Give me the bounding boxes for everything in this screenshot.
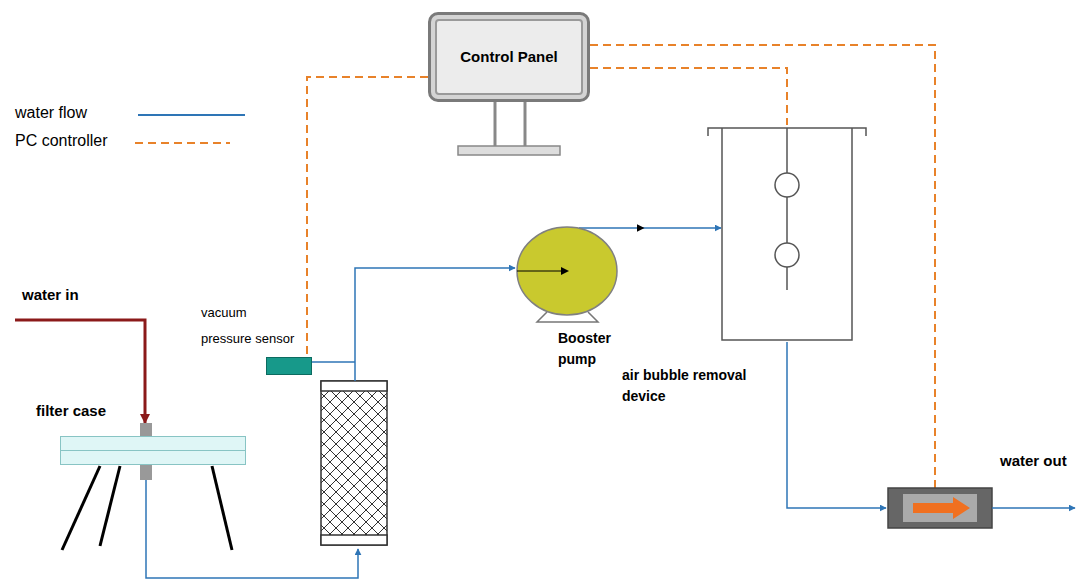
node-text: Control Panel: [460, 48, 558, 67]
control-panel: Control Panel: [428, 12, 590, 102]
bubble-removal-device: air bubble removal device: [722, 125, 852, 342]
outside-label: air bubble removal device: [622, 365, 772, 407]
cartridge-filter: [321, 381, 387, 545]
pipe-fitting: [140, 423, 152, 436]
outside-label: filter case: [36, 401, 106, 421]
node-text: vacuum pressure sensor: [201, 300, 297, 352]
pipe-fitting: [140, 465, 152, 480]
inlet-pipe: [15, 320, 145, 423]
node-text: filter case: [36, 401, 106, 421]
water-flow-connector: [579, 227, 721, 229]
outside-label: Booster pump: [558, 328, 628, 370]
node-text: air bubble removal device: [622, 365, 772, 407]
pump-body: [517, 225, 617, 315]
outlet-label: water out: [1000, 452, 1067, 469]
node-text: Booster pump: [558, 328, 628, 370]
tank-outline: [722, 125, 852, 342]
control-wire: [590, 45, 935, 488]
legend-text: water flow: [15, 104, 87, 122]
legend-line-sample: [138, 114, 245, 116]
inlet-label: water in: [22, 286, 79, 303]
filter-stand: [62, 466, 232, 550]
outside-label: vacuum pressure sensor: [201, 300, 297, 352]
flow-meter: [888, 488, 992, 528]
water-pipe: [355, 268, 515, 381]
label-area: Control Panel: [431, 15, 587, 99]
legend-text: PC controller: [15, 132, 107, 150]
case-seam: [61, 450, 245, 451]
pressure-sensor: vacuum pressure sensor: [266, 357, 312, 375]
monitor-stand: [458, 102, 560, 155]
legend-dash-sample: [135, 142, 230, 144]
booster-pump: Booster pump: [517, 225, 617, 315]
water-pipe: [787, 342, 886, 508]
control-signal-line: [590, 68, 787, 125]
filter-case: filter case: [60, 436, 246, 465]
outlet-pipe: [992, 507, 1075, 509]
sensor-tap: [312, 361, 355, 363]
control-signal-line: [307, 77, 428, 357]
